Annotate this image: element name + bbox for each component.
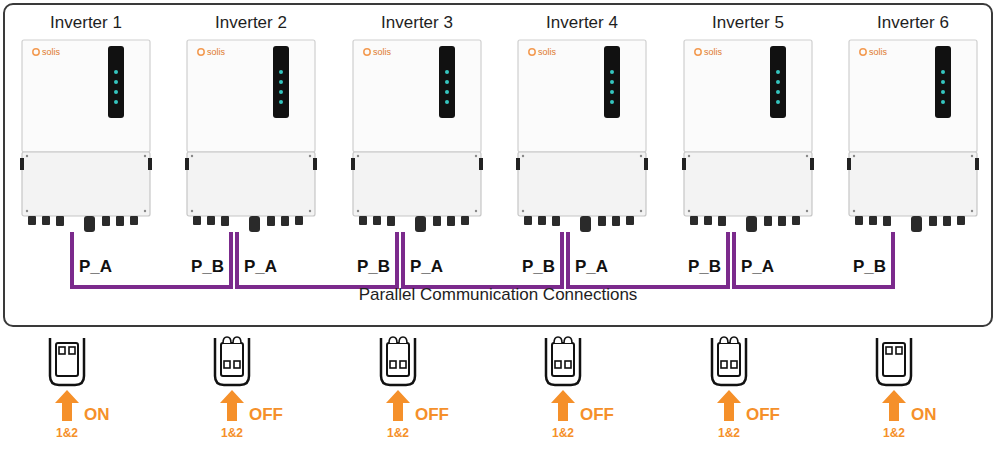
- dip-switch-symbol: [546, 337, 580, 385]
- inverter-unit: Inverter 6 solis: [847, 10, 979, 232]
- dip-pin-label: 1&2: [883, 426, 905, 440]
- inverter-title: Inverter 4: [516, 13, 648, 33]
- port-label: P_B: [688, 257, 721, 277]
- inverter-unit: Inverter 5 solis: [682, 10, 814, 232]
- communication-cable: [237, 232, 397, 287]
- inverter-illustration: [847, 10, 979, 232]
- switch-state: ON: [911, 405, 937, 425]
- pointer-arrow: [220, 390, 244, 421]
- inverter-title: Inverter 2: [185, 13, 317, 33]
- inverter-unit: Inverter 1 solis: [20, 10, 152, 232]
- dip-pin-label: 1&2: [56, 426, 78, 440]
- inverter-unit: Inverter 4 solis: [516, 10, 648, 232]
- inverter-illustration: [351, 10, 483, 232]
- brand-logo: solis: [538, 47, 556, 58]
- switch-state: ON: [84, 405, 110, 425]
- brand-logo: solis: [869, 47, 887, 58]
- inverter-unit: Inverter 3 solis: [351, 10, 483, 232]
- pointer-arrow: [55, 390, 79, 421]
- inverter-illustration: [516, 10, 648, 232]
- dip-switch-symbol: [50, 338, 84, 385]
- inverter-illustration: [185, 10, 317, 232]
- inverter-illustration: [20, 10, 152, 232]
- pointer-arrow: [551, 390, 575, 421]
- communication-cable: [403, 232, 562, 287]
- switch-state: OFF: [415, 405, 449, 425]
- switch-state: OFF: [746, 405, 780, 425]
- inverter-title: Inverter 5: [682, 13, 814, 33]
- dip-pin-label: 1&2: [718, 426, 740, 440]
- communication-cable: [72, 232, 231, 287]
- inverter-title: Inverter 1: [20, 13, 152, 33]
- dip-switch-symbol: [381, 337, 415, 385]
- brand-logo: solis: [42, 47, 60, 58]
- dip-pin-label: 1&2: [552, 426, 574, 440]
- communication-cable: [734, 232, 893, 287]
- frame-panel: Parallel Communication Connections Invert…: [3, 3, 993, 327]
- communication-cable: [568, 232, 728, 287]
- dip-pin-label: 1&2: [387, 426, 409, 440]
- inverter-unit: Inverter 2 solis: [185, 10, 317, 232]
- pointer-arrow: [717, 390, 741, 421]
- port-label: P_A: [741, 257, 774, 277]
- switch-state: OFF: [249, 405, 283, 425]
- port-label: P_A: [575, 257, 608, 277]
- dip-switch-symbol: [712, 337, 746, 385]
- port-label: P_B: [522, 257, 555, 277]
- port-label: P_A: [79, 257, 112, 277]
- dip-switch-symbol: [215, 337, 249, 385]
- pointer-arrow: [882, 390, 906, 421]
- switch-state: OFF: [580, 405, 614, 425]
- dip-pin-label: 1&2: [221, 426, 243, 440]
- port-label: P_B: [853, 257, 886, 277]
- port-label: P_B: [357, 257, 390, 277]
- port-label: P_B: [191, 257, 224, 277]
- brand-logo: solis: [207, 47, 225, 58]
- pointer-arrow: [386, 390, 410, 421]
- inverter-illustration: [682, 10, 814, 232]
- dip-switch-symbol: [877, 338, 911, 385]
- port-label: P_A: [244, 257, 277, 277]
- panel-caption: Parallel Communication Connections: [5, 285, 991, 305]
- brand-logo: solis: [373, 47, 391, 58]
- brand-logo: solis: [704, 47, 722, 58]
- inverter-title: Inverter 6: [847, 13, 979, 33]
- port-label: P_A: [410, 257, 443, 277]
- inverter-title: Inverter 3: [351, 13, 483, 33]
